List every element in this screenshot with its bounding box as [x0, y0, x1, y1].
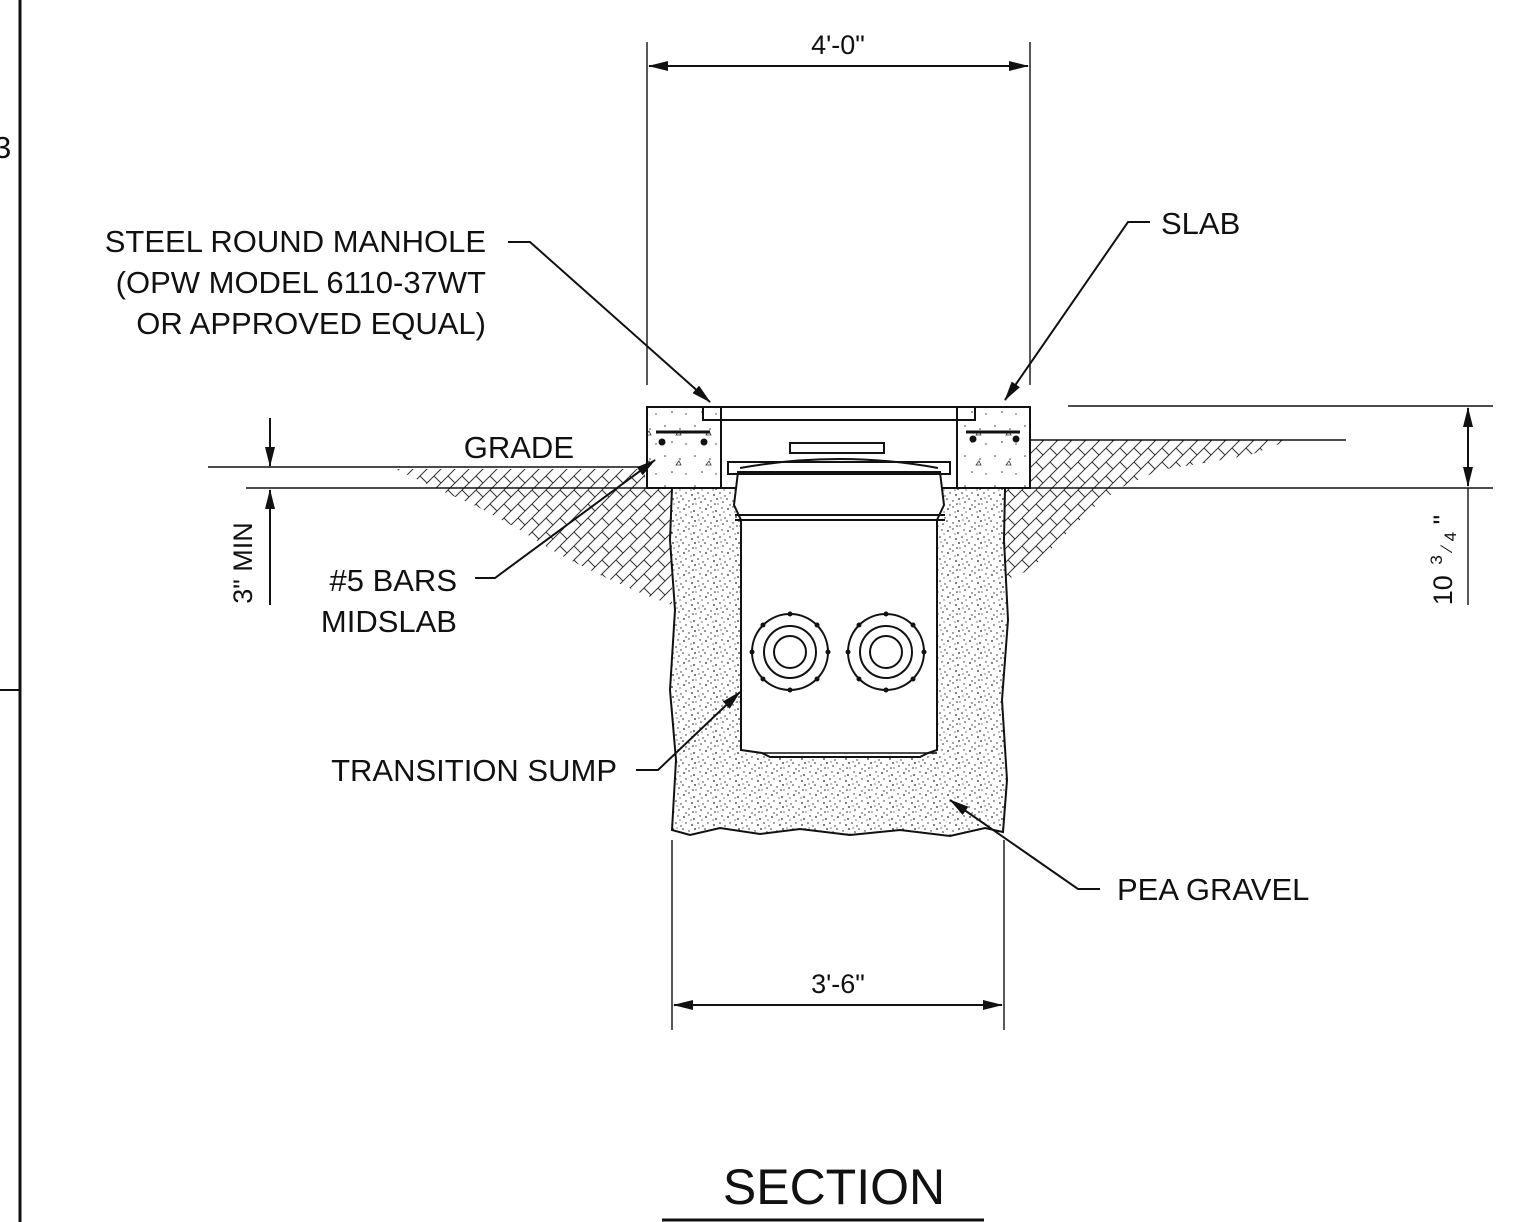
- bars-label-line2: MIDSLAB: [321, 604, 457, 639]
- dimension-min-depth-text: 3" MIN: [228, 522, 258, 604]
- slab-label: SLAB: [1161, 206, 1240, 241]
- pipe-flange-right: [845, 611, 927, 693]
- dimension-bottom-width: 3'-6": [671, 840, 1005, 1030]
- soil-hatch: [395, 440, 1290, 605]
- sheet-border: 3: [0, 0, 22, 1222]
- dimension-slab-depth: 10 3 ⁄ 4 ": [1418, 407, 1473, 605]
- slab-depth-num: 3: [1427, 555, 1446, 564]
- dimension-bottom-width-text: 3'-6": [811, 969, 865, 999]
- pipe-flange-left: [749, 611, 831, 693]
- dimension-top-width-text: 4'-0": [811, 30, 865, 60]
- transition-sump-label: TRANSITION SUMP: [331, 753, 617, 788]
- manhole-label-line2: (OPW MODEL 6110-37WT: [116, 265, 486, 300]
- slab-depth-whole: 10: [1428, 575, 1458, 605]
- section-title: SECTION: [662, 1159, 984, 1222]
- manhole-label-line3: OR APPROVED EQUAL): [136, 306, 486, 341]
- manhole-label-line1: STEEL ROUND MANHOLE: [105, 224, 486, 259]
- slab-depth-slash: ⁄: [1437, 544, 1456, 554]
- section-title-text: SECTION: [723, 1159, 945, 1215]
- transition-sump: [727, 442, 951, 758]
- dimension-slab-depth-text: 10 3 ⁄ 4 ": [1418, 515, 1462, 605]
- slab-depth-inch: ": [1428, 515, 1458, 525]
- dimension-top-width: 4'-0": [646, 30, 1031, 385]
- dimension-min-depth: 3" MIN: [228, 418, 275, 605]
- leader-lines: [475, 221, 1150, 890]
- grade-label: GRADE: [464, 430, 574, 465]
- grade-lines: [208, 405, 1493, 489]
- edge-text: 3: [0, 130, 11, 165]
- callout-labels: STEEL ROUND MANHOLE (OPW MODEL 6110-37WT…: [105, 206, 1310, 907]
- slab-depth-den: 4: [1441, 532, 1460, 541]
- concrete-slab: [646, 406, 1031, 489]
- bars-label-line1: #5 BARS: [329, 563, 457, 598]
- pea-gravel-label: PEA GRAVEL: [1117, 872, 1309, 907]
